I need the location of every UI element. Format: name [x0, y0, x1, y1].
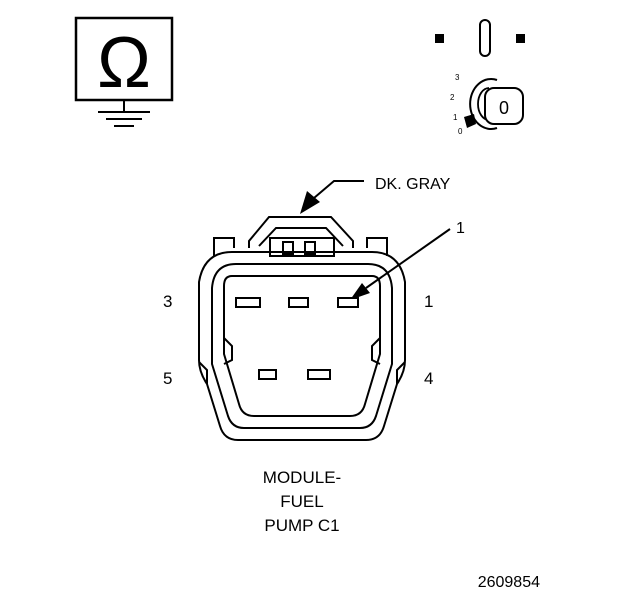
ohmmeter-icon: Ω [74, 16, 174, 127]
color-leader-line [313, 180, 364, 199]
cavity-3 [235, 297, 261, 308]
terminal-cavities [235, 297, 359, 380]
pin-arrow-icon [350, 283, 370, 300]
connector-title-line-2: FUEL [280, 492, 323, 511]
cavity-label-4: 4 [424, 369, 433, 388]
cavity-label-5: 5 [163, 369, 172, 388]
cavity-4 [307, 369, 331, 380]
cavity-5 [258, 369, 277, 380]
ignition-key-icon: 3 2 1 0 0 [450, 73, 524, 136]
ignition-position-1: 1 [453, 113, 458, 122]
omega-symbol: Ω [97, 23, 151, 103]
ignition-position-3: 3 [455, 73, 460, 82]
connector-color-label: DK. GRAY [375, 176, 451, 193]
cavity-1 [337, 297, 359, 308]
ignition-position-2: 2 [450, 93, 455, 102]
cavity-2 [288, 297, 309, 308]
pin-callout-line [365, 228, 451, 289]
pin-callout-label: 1 [456, 220, 465, 237]
connector-disconnected-icon [435, 19, 525, 57]
color-arrow-icon [300, 191, 320, 214]
connector-title-line-3: PUMP C1 [264, 516, 339, 535]
connector-face [198, 216, 406, 441]
figure-number: 2609854 [478, 574, 540, 591]
ignition-position-0: 0 [458, 127, 463, 136]
ignition-key-label: 0 [499, 98, 509, 118]
cavity-label-1: 1 [424, 292, 433, 311]
cavity-label-3: 3 [163, 292, 172, 311]
connector-title-line-1: MODULE- [263, 468, 341, 487]
